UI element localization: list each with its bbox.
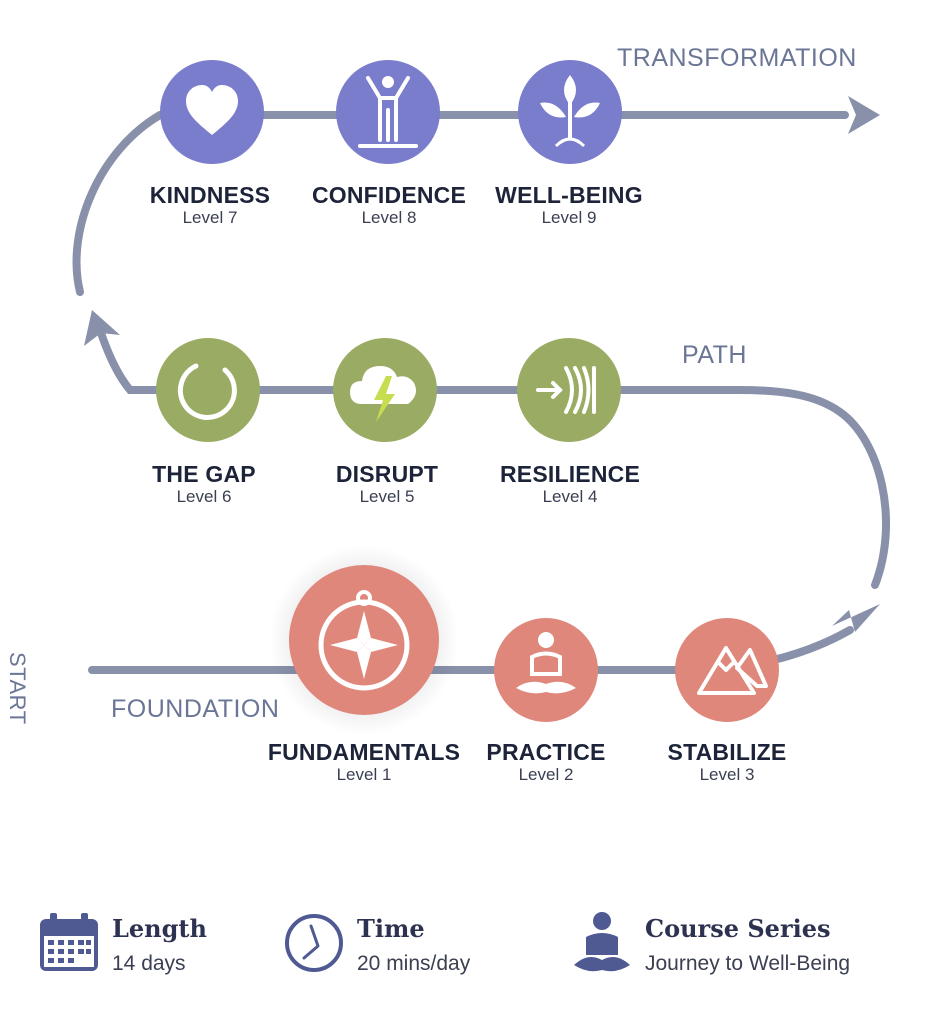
level-6-number: Level 6 [176,487,232,506]
clock-icon [285,914,343,972]
info-length-title: Length [112,914,207,943]
section-label-start: START [5,652,30,725]
arrow-head-transformation [848,96,880,134]
level-4-number: Level 4 [542,487,598,506]
level-5-title: DISRUPT [335,461,439,487]
section-label-foundation: FOUNDATION [111,695,280,723]
level-5-number: Level 5 [359,487,415,506]
level-1-title: FUNDAMENTALS [267,739,461,765]
arrow-head-top [84,310,120,346]
calendar-icon [40,913,98,971]
info-series-title: Course Series [645,914,831,943]
mountains-icon [697,646,768,695]
heart-icon [186,85,238,135]
open-circle-icon [177,363,237,420]
level-4-title: RESILIENCE [499,461,641,487]
the-gap-circle [156,338,260,442]
level-3-number: Level 3 [699,765,755,784]
section-label-transformation: TRANSFORMATION [617,44,857,72]
section-label-path: PATH [682,341,747,369]
info-series-value: Journey to Well-Being [645,952,851,975]
raised-arms-person-icon [358,76,418,148]
level-7-title: KINDNESS [149,182,271,208]
storm-cloud-icon [350,366,416,422]
level-8-number: Level 8 [361,208,417,227]
level-2-number: Level 2 [518,765,574,784]
info-time-value: 20 mins/day [357,952,471,975]
resilience-circle [517,338,621,442]
level-9-title: WELL-BEING [495,182,643,208]
resilience-arrow-icon [536,366,596,414]
level-2-title: PRACTICE [486,739,606,765]
info-length-value: 14 days [112,952,186,975]
path-middle-line [96,326,890,589]
level-3-title: STABILIZE [667,739,787,765]
level-7-number: Level 7 [182,208,238,227]
compass-icon [318,590,410,691]
meditation-icon [516,632,576,694]
sprout-icon [540,75,600,148]
path-top-line [72,111,849,296]
info-time-title: Time [357,914,425,943]
level-1-number: Level 1 [336,765,392,784]
practice-circle [494,618,598,722]
level-6-title: THE GAP [152,461,256,487]
meditating-person-icon [574,912,630,972]
arrow-head-path [832,604,880,632]
level-8-title: CONFIDENCE [311,182,467,208]
level-9-number: Level 9 [541,208,597,227]
